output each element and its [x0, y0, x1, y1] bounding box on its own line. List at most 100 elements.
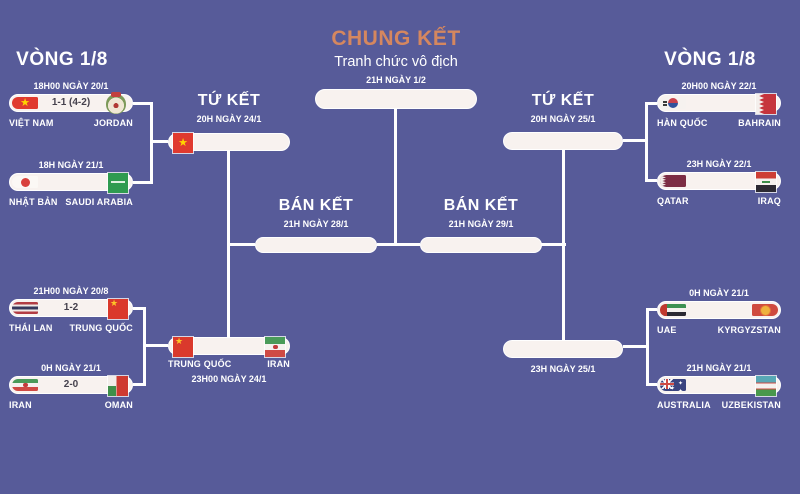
bracket-line	[145, 344, 168, 347]
match-box	[9, 173, 133, 193]
bracket-line	[645, 102, 648, 182]
quarterfinal-right-date: 20H NGÀY 25/1	[530, 114, 596, 124]
round16-match: 0H NGÀY 21/1 UAE KYRGYZSTAN	[657, 288, 781, 335]
round16-match: 23H NGÀY 22/1 QATAR IRAQ	[657, 159, 781, 206]
away-team-label: UZBEKISTAN	[721, 400, 781, 410]
bracket-line	[152, 140, 168, 143]
bracket-line	[648, 308, 657, 311]
bracket-line	[623, 345, 648, 348]
match-teams: IRAN OMAN	[9, 400, 133, 410]
match-box: 1-2	[9, 299, 133, 319]
vietnam-flag-icon	[12, 97, 38, 109]
quarterfinal-right-bottom-match-box	[503, 340, 623, 358]
match-teams: NHẬT BẢN SAUDI ARABIA	[9, 197, 133, 207]
match-date: 18H00 NGÀY 20/1	[33, 81, 109, 91]
home-team-label: UAE	[657, 325, 677, 335]
jordan-emblem-icon	[106, 92, 126, 114]
round16-match: 0H NGÀY 21/1 2-0 IRAN OMAN	[9, 363, 133, 410]
bracket-line	[150, 102, 153, 184]
final-date: 21H NGÀY 1/2	[366, 75, 426, 85]
round16-match: 21H NGÀY 21/1 AUSTRALIA UZBEKISTAN	[657, 363, 781, 410]
thailand-flag-icon	[12, 302, 38, 314]
quarterfinal-right-title: TỨ KẾT	[531, 92, 595, 109]
home-team-label: VIỆT NAM	[9, 118, 54, 128]
away-team-label: TRUNG QUỐC	[69, 323, 133, 333]
bracket-line	[133, 307, 145, 310]
bracket-line	[394, 109, 397, 246]
round16-match: 21H00 NGÀY 20/8 1-2 THÁI LAN TRUNG QUỐC	[9, 286, 133, 333]
match-teams: VIỆT NAM JORDAN	[9, 118, 133, 128]
bracket-line	[648, 383, 657, 386]
home-team-label: QATAR	[657, 196, 689, 206]
match-score: 1-1 (4-2)	[51, 97, 91, 109]
bracket-line	[133, 383, 145, 386]
quarterfinal-left-bottom-teams: TRUNG QUỐC IRAN	[168, 359, 290, 369]
bracket-line	[647, 102, 657, 105]
round16-right-title: VÒNG 1/8	[664, 49, 756, 70]
bracket-line	[647, 179, 657, 182]
match-teams: UAE KYRGYZSTAN	[657, 325, 781, 335]
quarterfinal-left-date: 20H NGÀY 24/1	[196, 114, 262, 124]
japan-flag-icon	[12, 176, 38, 188]
semifinal-right-title: BÁN KẾT	[443, 197, 519, 214]
away-team-label: OMAN	[104, 400, 133, 410]
match-date: 0H NGÀY 21/1	[689, 288, 749, 298]
round16-match: 20H00 NGÀY 22/1 HÀN QUỐC BAHRAIN	[657, 81, 781, 128]
semifinal-left-match-box	[255, 237, 377, 253]
quarterfinal-left-top-match-box	[168, 133, 290, 153]
match-box	[657, 94, 781, 114]
final-subtitle: Tranh chức vô địch	[334, 54, 458, 70]
bracket-line	[133, 181, 152, 184]
kyrgyzstan-flag-icon	[752, 304, 778, 316]
match-date: 21H NGÀY 21/1	[686, 363, 752, 373]
uae-flag-icon	[660, 304, 686, 316]
saudi-arabia-flag-icon	[108, 173, 128, 193]
quarterfinal-left-bottom-date: 23H00 NGÀY 24/1	[191, 374, 267, 384]
match-box	[657, 172, 781, 192]
australia-flag-icon	[660, 379, 686, 391]
semifinal-left-title: BÁN KẾT	[278, 197, 354, 214]
quarterfinal-right-top-match-box	[503, 132, 623, 150]
semifinal-left-date: 21H NGÀY 28/1	[283, 219, 349, 229]
bracket-line	[229, 243, 255, 246]
home-team-label: THÁI LAN	[9, 323, 53, 333]
bracket-line	[562, 150, 565, 340]
bracket-line	[133, 102, 152, 105]
away-team-label: JORDAN	[93, 118, 133, 128]
match-teams: HÀN QUỐC BAHRAIN	[657, 118, 781, 128]
round16-match: 18H NGÀY 21/1 NHẬT BẢN SAUDI ARABIA	[9, 160, 133, 207]
match-box	[657, 301, 781, 319]
round16-left-title: VÒNG 1/8	[16, 49, 108, 70]
away-team-label: IRAN	[267, 359, 290, 369]
match-teams: THÁI LAN TRUNG QUỐC	[9, 323, 133, 333]
match-score: 2-0	[63, 379, 79, 391]
home-team-label: NHẬT BẢN	[9, 197, 58, 207]
bracket-line	[623, 139, 647, 142]
iraq-flag-icon	[756, 172, 776, 192]
quarterfinal-left-bottom-match-box	[168, 337, 290, 357]
away-team-label: KYRGYZSTAN	[717, 325, 781, 335]
oman-flag-icon	[108, 376, 128, 396]
match-date: 0H NGÀY 21/1	[41, 363, 101, 373]
qatar-flag-icon	[660, 175, 686, 187]
away-team-label: SAUDI ARABIA	[65, 197, 133, 207]
match-date: 23H NGÀY 22/1	[686, 159, 752, 169]
match-box: 2-0	[9, 376, 133, 396]
bracket-line	[143, 307, 146, 386]
round16-match: 18H00 NGÀY 20/1 1-1 (4-2) VIỆT NAM JORDA…	[9, 81, 133, 128]
bracket-line	[227, 151, 230, 337]
bahrain-flag-icon	[756, 94, 776, 114]
home-team-label: IRAN	[9, 400, 32, 410]
bracket-line	[541, 243, 566, 246]
china-flag-icon	[108, 299, 128, 319]
match-score: 1-2	[63, 302, 79, 314]
home-team-label: AUSTRALIA	[657, 400, 711, 410]
uzbekistan-flag-icon	[756, 376, 776, 396]
vietnam-flag-icon	[173, 133, 193, 153]
final-title: CHUNG KẾT	[331, 27, 461, 50]
quarterfinal-right-bottom-date: 23H NGÀY 25/1	[530, 364, 596, 374]
iran-flag-icon	[12, 379, 38, 391]
match-date: 21H00 NGÀY 20/8	[33, 286, 109, 296]
match-teams: AUSTRALIA UZBEKISTAN	[657, 400, 781, 410]
